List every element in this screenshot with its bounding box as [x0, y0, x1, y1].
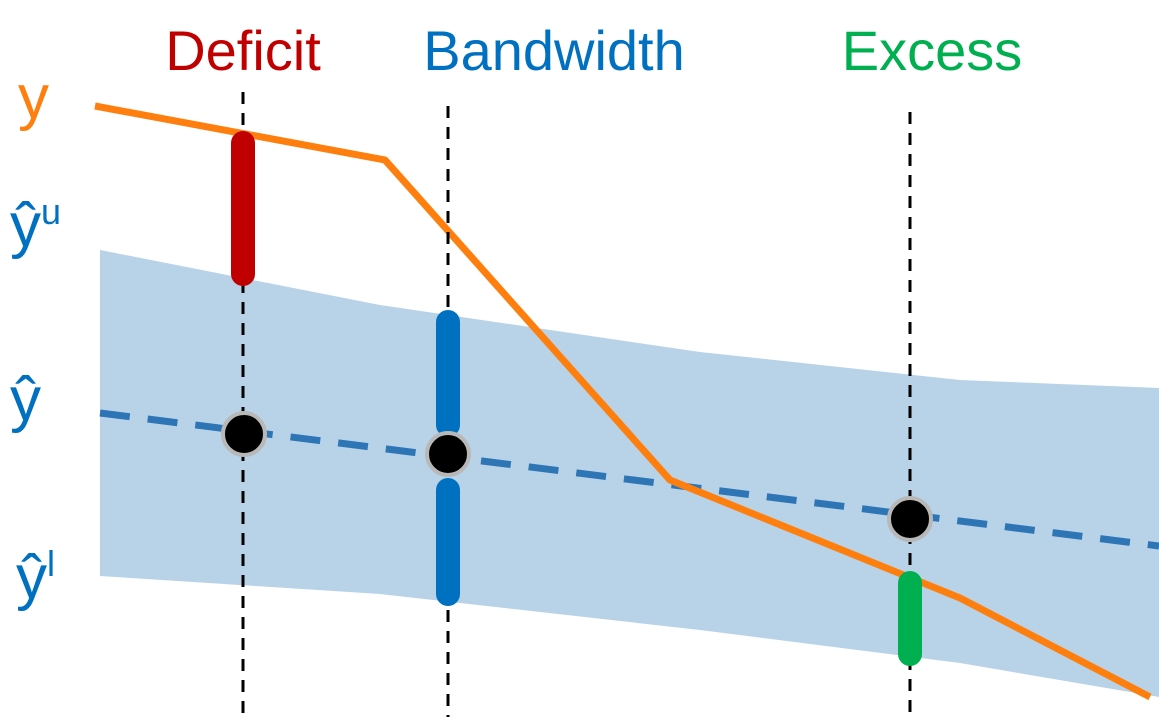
point-prediction-line	[99, 409, 1159, 550]
excess-marker	[887, 496, 933, 542]
observed-y-line	[94, 102, 1152, 701]
deficit-marker	[221, 411, 267, 457]
y-lower-superscript: l	[47, 543, 55, 584]
y-label: y	[18, 63, 49, 132]
bandwidth-header: Bandwidth	[423, 19, 685, 82]
y-upper-superscript: u	[41, 191, 61, 232]
y-lower-label: ŷl	[16, 543, 55, 612]
y-hat-label: ŷ	[10, 365, 41, 434]
y-upper-label: ŷu	[10, 191, 61, 260]
bandwidth-marker	[425, 431, 471, 477]
prediction-interval-band	[100, 250, 1159, 697]
deficit-header: Deficit	[165, 19, 321, 82]
y-lower-base: ŷ	[16, 543, 47, 612]
y-upper-base: ŷ	[10, 191, 41, 260]
excess-header: Excess	[842, 19, 1023, 82]
